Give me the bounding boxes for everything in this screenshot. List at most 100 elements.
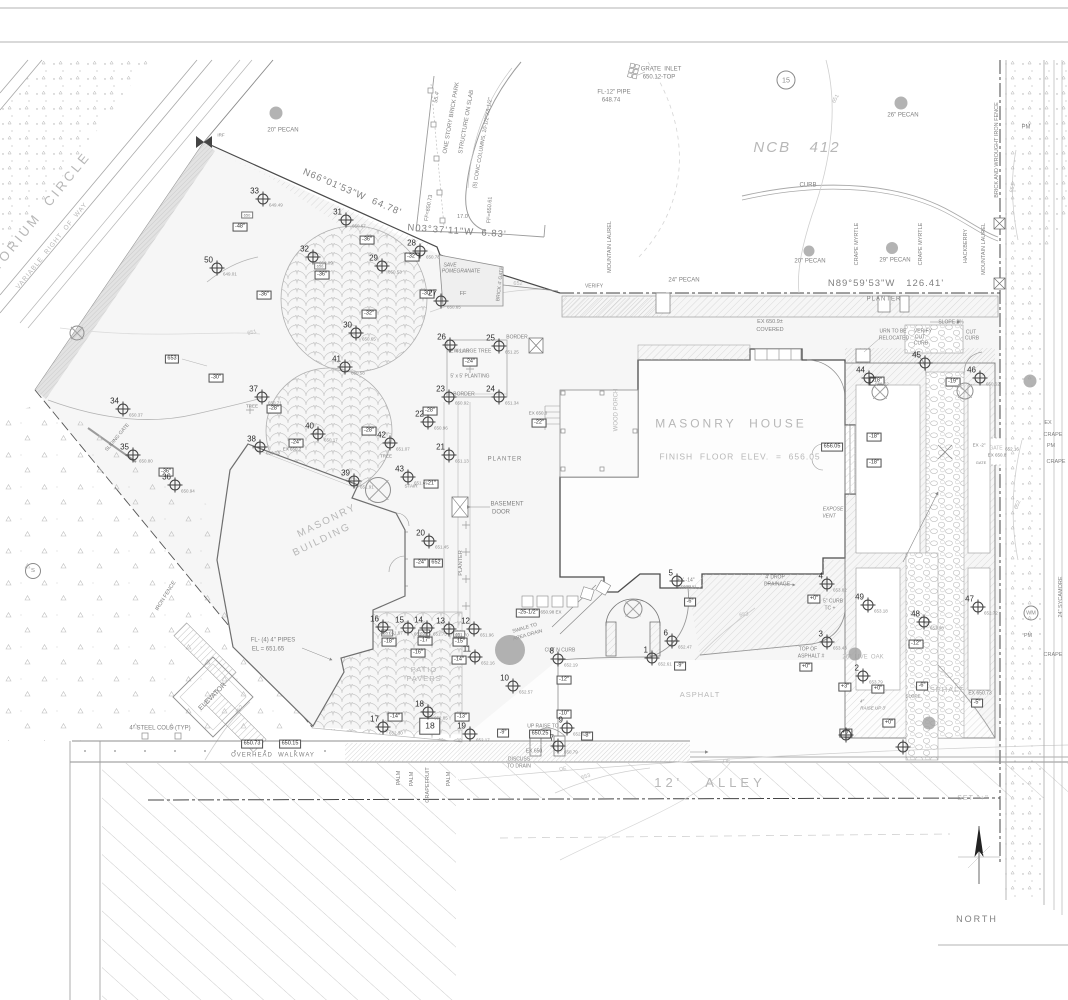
survey-point-elevation: 652.57 <box>519 689 533 695</box>
survey-point-number: 20 <box>416 528 425 538</box>
survey-point-symbol <box>255 191 271 207</box>
elevation-box: 656.05 <box>821 442 843 452</box>
text-label: UP RAISE TO <box>527 723 559 730</box>
text-label: TC + <box>824 605 836 612</box>
text-label: FF=650.73 <box>423 194 435 222</box>
elevation-box: +0" <box>882 718 896 728</box>
bearing-jog: N03°37'11"W 6.83' <box>407 222 508 241</box>
survey-point-symbol <box>375 719 391 735</box>
survey-point-number: 11 <box>462 644 471 654</box>
survey-point-number: 21 <box>436 442 445 452</box>
elevation-box: -17" <box>417 636 433 646</box>
survey-point-symbol <box>441 389 457 405</box>
survey-point-elevation: 651.07 <box>396 446 410 452</box>
survey-point-number: 9 <box>558 715 563 725</box>
text-label: CUT <box>914 334 926 341</box>
elevation-box: +0" <box>799 662 813 672</box>
text-label: PM <box>1021 124 1031 131</box>
survey-point-elevation: 652.63 <box>573 731 587 737</box>
survey-point-symbol <box>462 726 478 742</box>
survey-point-elevation: 651.02 <box>456 348 470 354</box>
text-label: CURB <box>913 340 929 347</box>
text-label: (5) CONC COLUMNS, 10-1/2"X8-1/2" <box>472 97 494 189</box>
elevation-box: -14" <box>451 655 467 665</box>
survey-point-elevation: 651.25 <box>505 349 519 355</box>
survey-point-elevation: 652.16 <box>481 660 495 666</box>
tree-canopy <box>886 242 898 254</box>
survey-point-elevation: 650.62 <box>986 381 1000 387</box>
text-label: PALM <box>445 771 452 787</box>
survey-point-symbol <box>254 389 270 405</box>
alley-label: 12' ALLEY <box>654 774 766 790</box>
survey-point-elevation: 650.17 <box>324 437 338 443</box>
elevation-box: -36" <box>158 467 174 477</box>
text-label: EX 650 <box>525 748 543 755</box>
text-label: 650.98 EX <box>540 609 562 615</box>
text-label: 29" PECAN <box>879 257 911 264</box>
text-label: TOP OF <box>798 646 818 653</box>
survey-point-number: 3 <box>818 629 823 639</box>
survey-point-elevation: 651.45 <box>435 544 449 550</box>
text-label: CRAPE <box>1046 458 1066 465</box>
survey-point-elevation: 652.81 <box>683 584 697 590</box>
survey-point-symbol <box>972 370 988 386</box>
survey-point-number: 17 <box>370 714 379 724</box>
survey-point-elevation: 651.34 <box>505 400 519 406</box>
survey-point-number: 15 <box>395 615 404 625</box>
survey-point-elevation: 650.71 <box>268 400 282 406</box>
survey-point-number: 39 <box>341 468 350 478</box>
survey-point-symbol <box>644 650 660 666</box>
survey-point-elevation: 650.96 <box>434 425 448 431</box>
text-label: PLANTER <box>457 550 464 576</box>
survey-point-symbol <box>338 212 354 228</box>
survey-point-symbol <box>115 401 131 417</box>
text-label: EX 650.9± <box>757 318 783 325</box>
text-label: HACKBERRY <box>962 228 969 264</box>
survey-point-elevation: 650.13 <box>266 450 280 456</box>
survey-point-number: 1 <box>643 645 648 655</box>
text-label: PALM <box>395 770 402 786</box>
survey-point-symbol <box>669 573 685 589</box>
text-label: OE <box>723 757 731 765</box>
text-label: RAISE UP 3' <box>860 705 886 711</box>
text-label: CUT <box>965 329 977 336</box>
survey-point-number: 49 <box>855 592 864 602</box>
survey-point-symbol <box>348 325 364 341</box>
survey-point-symbol <box>491 389 507 405</box>
survey-point-symbol <box>860 597 876 613</box>
survey-point-symbol <box>441 447 457 463</box>
text-label: 4' DROP <box>765 574 785 581</box>
text-label: SET "+" <box>957 795 989 803</box>
elevation-box: 650 <box>241 211 253 219</box>
survey-point-symbol <box>400 620 416 636</box>
survey-point-elevation: 650.94 <box>181 488 195 494</box>
text-label: CURB <box>964 335 980 342</box>
text-label: BORDER <box>506 334 528 341</box>
elevation-box: -18" <box>866 432 882 442</box>
elevation-box: -8" <box>581 731 593 741</box>
text-label: GRATE INLET <box>640 66 682 73</box>
text-label: EXPOSE <box>822 506 844 513</box>
text-label: 17.0' <box>457 213 469 220</box>
survey-point-symbol <box>337 359 353 375</box>
survey-point-number: 40 <box>305 421 314 431</box>
elevation-box: -36" <box>314 270 330 280</box>
survey-point-symbol <box>433 293 449 309</box>
text-label: ASPHALT <box>679 689 721 699</box>
text-label: 651 <box>246 329 258 337</box>
tree-canopy <box>848 647 862 661</box>
text-label: RELOCATED <box>878 335 910 342</box>
text-label: IRF <box>217 132 225 138</box>
elevation-box: -24" <box>288 438 304 448</box>
survey-point-number: 19 <box>457 721 466 731</box>
text-label: VENT <box>822 513 836 520</box>
text-label: BRICK AND WROUGHT IRON FENCE <box>993 102 1000 198</box>
text-label: 24" SYCAMORE <box>1057 576 1064 618</box>
survey-point-elevation: 650.78 <box>426 254 440 260</box>
survey-point-symbol <box>467 649 483 665</box>
survey-point-elevation: 651.70 <box>455 632 469 638</box>
text-label: DRAINAGE <box>763 581 791 588</box>
text-label: EX 650.0 <box>528 410 548 416</box>
elevation-box: 18 <box>419 717 441 735</box>
